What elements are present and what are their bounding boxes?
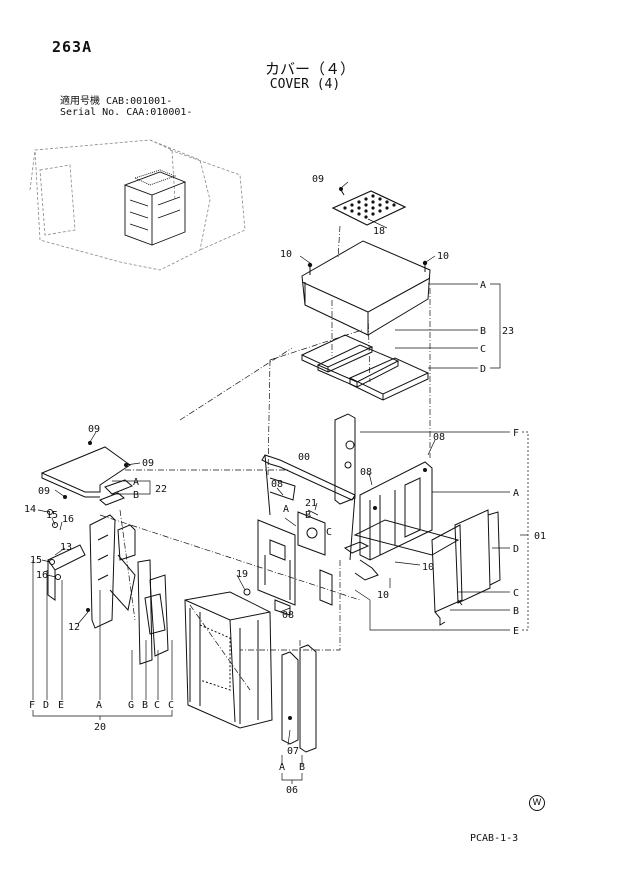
row-label-B: B (142, 700, 148, 711)
callout-B-right: B (513, 606, 519, 617)
callout-F: F (513, 428, 519, 439)
locator-view (29, 139, 246, 271)
footer-code: PCAB-1-3 (470, 833, 519, 844)
left-cover-plate (40, 441, 131, 499)
callout-21-C: C (326, 527, 332, 538)
serial-applicability: 適用号機 CAB:001001- Serial No. CAA:010001- (60, 96, 192, 118)
control-panel-21 (243, 511, 333, 616)
callout-10-right: 10 (437, 251, 449, 262)
serial-line-jp: 適用号機 CAB:001001- (60, 96, 173, 107)
callout-08-top: 08 (433, 432, 445, 443)
callout-leaders (32, 181, 529, 784)
callout-12: 12 (68, 622, 80, 633)
callout-09-mid: 09 (142, 458, 154, 469)
electronic-unit (184, 591, 273, 729)
top-cover-plate (301, 240, 431, 336)
guide-lines (99, 225, 431, 745)
serial-line-en: Serial No. CAA:010001- (60, 107, 193, 118)
callout-06-B: B (299, 762, 305, 773)
callout-06: 06 (286, 785, 298, 796)
callout-14: 14 (24, 504, 36, 515)
callout-01: 01 (534, 531, 546, 542)
vertical-bar-06 (281, 644, 317, 753)
callout-22-B: B (133, 490, 139, 501)
callout-20: 20 (94, 722, 106, 733)
callout-B: B (480, 326, 486, 337)
row-label-D: D (43, 700, 49, 711)
w-mark-icon: W (529, 795, 545, 811)
perforated-vent-panel (331, 187, 407, 226)
callout-D-right: D (513, 544, 519, 555)
row-label-E: E (58, 700, 64, 711)
row-label-C1: C (154, 700, 160, 711)
callout-22: 22 (155, 484, 167, 495)
callout-09-top: 09 (312, 174, 324, 185)
callout-10-bottom: 10 (377, 590, 389, 601)
callout-10-lower: 10 (422, 562, 434, 573)
callout-21-A: A (283, 504, 289, 515)
callout-09-left: 09 (88, 424, 100, 435)
callout-21: 21 (305, 498, 317, 509)
callout-08-rightcab: 08 (360, 467, 372, 478)
row-label-A: A (96, 700, 102, 711)
page-title-english: COVER (4) (269, 77, 341, 92)
callout-08-low: 08 (282, 610, 294, 621)
row-label-C2: C (168, 700, 174, 711)
callout-15-b: 15 (30, 555, 42, 566)
callout-16-a: 16 (62, 514, 74, 525)
page-title-japanese: カバー（４） (264, 60, 355, 78)
cab-frame-00 (261, 454, 356, 561)
callout-08-frame: 08 (271, 479, 283, 490)
callout-15-a: 15 (46, 510, 58, 521)
callout-A-right: A (513, 488, 519, 499)
bracket-22 (99, 479, 133, 506)
callout-19: 19 (236, 569, 248, 580)
callout-10-left: 10 (280, 249, 292, 260)
callout-18: 18 (373, 226, 385, 237)
row-label-G: G (128, 700, 134, 711)
callout-labels: 09 18 10 10 A B 23 C D F 08 A 01 D C B E… (24, 174, 546, 796)
page-number: 263A (52, 38, 93, 56)
callout-D: D (480, 364, 486, 375)
callout-00: 00 (298, 452, 310, 463)
row-label-F: F (29, 700, 35, 711)
callout-E-right: E (513, 626, 519, 637)
callout-A: A (480, 280, 486, 291)
callout-21-B: B (305, 510, 311, 521)
callout-06-A: A (279, 762, 285, 773)
callout-C: C (480, 344, 486, 355)
callout-07: 07 (287, 746, 299, 757)
callout-23: 23 (502, 326, 514, 337)
locator-highlight-box (123, 169, 187, 246)
insulation-pads (300, 334, 430, 401)
left-bracket-assembly-20 (47, 509, 169, 665)
callout-16-b: 16 (36, 570, 48, 581)
callout-13: 13 (60, 542, 72, 553)
callout-09-low: 09 (38, 486, 50, 497)
callout-C-right: C (513, 588, 519, 599)
callout-22-A: A (133, 477, 139, 488)
